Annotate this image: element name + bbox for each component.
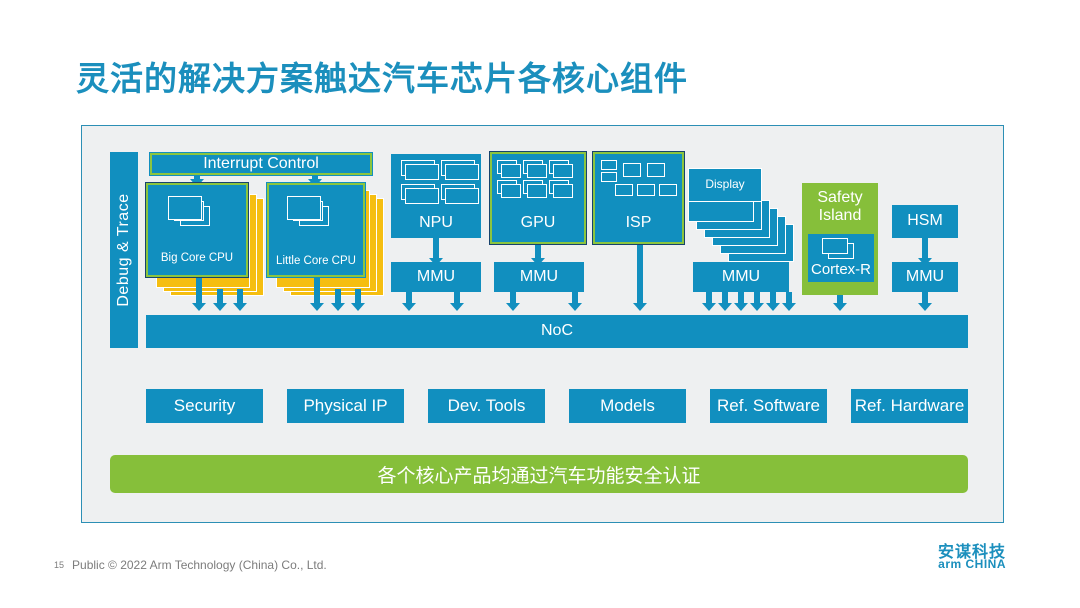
gpu-mmu-arrow xyxy=(568,303,582,311)
cortex-r-label: Cortex-R xyxy=(810,260,871,278)
isp-arrow xyxy=(633,303,647,311)
isp-label: ISP xyxy=(625,213,652,231)
category-models: Models xyxy=(569,389,686,423)
safety-arrow xyxy=(833,303,847,311)
category-dev-tools: Dev. Tools xyxy=(428,389,545,423)
company-logo-en: arm CHINA xyxy=(938,557,1006,571)
footer: 15 Public © 2022 Arm Technology (China) C… xyxy=(54,558,327,572)
npu-arrow-shaft xyxy=(433,238,439,262)
interrupt-arrow-shaft-1 xyxy=(194,176,200,180)
debug-trace-block: Debug & Trace xyxy=(110,152,138,348)
hsm-mmu-arrow xyxy=(918,303,932,311)
cpu-arrow-shaft xyxy=(355,289,361,304)
display-mmu-block: MMU xyxy=(693,262,789,292)
cpu-arrow xyxy=(192,303,206,311)
gpu-mmu-arrow xyxy=(506,303,520,311)
gpu-mmu-block: MMU xyxy=(494,262,584,292)
display-arrow-shaft xyxy=(738,292,744,304)
npu-mmu-arrow xyxy=(450,303,464,311)
big-core-cpu-block: Big Core CPU xyxy=(145,182,249,278)
display-arrow xyxy=(734,303,748,311)
cpu-arrow xyxy=(331,303,345,311)
gpu-mmu-arrow-shaft xyxy=(510,292,516,304)
page-title: 灵活的解决方案触达汽车芯片各核心组件 xyxy=(76,59,688,98)
big-core-cpu-label: Big Core CPU xyxy=(160,251,234,264)
debug-trace-label: Debug & Trace xyxy=(115,193,132,307)
hsm-mmu-block: MMU xyxy=(892,262,958,292)
display-arrow xyxy=(750,303,764,311)
display-arrow-shaft xyxy=(754,292,760,304)
display-mmu-label: MMU xyxy=(721,267,761,285)
cpu-arrow xyxy=(351,303,365,311)
category-security: Security xyxy=(146,389,263,423)
npu-mmu-block: MMU xyxy=(391,262,481,292)
hsm-mmu-arrow-shaft xyxy=(922,292,928,304)
cpu-arrow xyxy=(233,303,247,311)
display-arrow xyxy=(702,303,716,311)
npu-mmu-arrow-shaft xyxy=(406,292,412,304)
category-label: Ref. Software xyxy=(717,396,820,415)
interrupt-control-block: Interrupt Control xyxy=(149,152,373,176)
hsm-block: HSM xyxy=(892,205,958,238)
category-ref-software: Ref. Software xyxy=(710,389,827,423)
interrupt-control-label: Interrupt Control xyxy=(203,154,319,172)
display-block: Display xyxy=(688,168,762,202)
display-arrow xyxy=(718,303,732,311)
interrupt-arrow-shaft-2 xyxy=(312,176,318,180)
gpu-mmu-label: MMU xyxy=(519,267,559,285)
little-core-cpu-label: Little Core CPU xyxy=(276,254,356,267)
certification-banner: 各个核心产品均通过汽车功能安全认证 xyxy=(110,455,968,493)
gpu-label: GPU xyxy=(520,213,556,231)
cpu-arrow-shaft xyxy=(196,278,202,304)
safety-island-label: Safety Island xyxy=(817,189,863,225)
category-physical-ip: Physical IP xyxy=(287,389,404,423)
npu-mmu-arrow-shaft xyxy=(454,292,460,304)
safety-arrow-shaft xyxy=(837,295,843,304)
certification-text: 各个核心产品均通过汽车功能安全认证 xyxy=(377,464,701,487)
display-arrow xyxy=(766,303,780,311)
hsm-arrow-shaft xyxy=(922,238,928,262)
category-label: Physical IP xyxy=(303,396,388,415)
npu-mmu-label: MMU xyxy=(416,267,456,285)
display-label: Display xyxy=(705,177,745,192)
noc-bus: NoC xyxy=(146,315,968,348)
gpu-arrow-shaft xyxy=(535,245,541,262)
cpu-arrow-shaft xyxy=(217,289,223,304)
cpu-arrow-shaft xyxy=(314,278,320,304)
display-arrow-shaft xyxy=(770,292,776,304)
display-arrow-shaft xyxy=(722,292,728,304)
display-arrow-shaft xyxy=(706,292,712,304)
cpu-arrow xyxy=(213,303,227,311)
category-label: Models xyxy=(600,396,655,415)
category-ref-hardware: Ref. Hardware xyxy=(851,389,968,423)
category-label: Security xyxy=(173,396,236,415)
npu-mmu-arrow xyxy=(402,303,416,311)
noc-label: NoC xyxy=(540,322,573,340)
cpu-arrow-shaft xyxy=(335,289,341,304)
category-label: Ref. Hardware xyxy=(854,396,965,415)
cpu-arrow-shaft xyxy=(237,289,243,304)
display-arrow xyxy=(782,303,796,311)
copyright-text: Public © 2022 Arm Technology (China) Co.… xyxy=(72,558,327,572)
hsm-label: HSM xyxy=(907,212,943,230)
category-label: Dev. Tools xyxy=(447,396,526,415)
company-logo-cn: 安谋科技 xyxy=(937,542,1006,561)
hsm-mmu-label: MMU xyxy=(905,267,945,285)
cpu-arrow xyxy=(310,303,324,311)
display-arrow-shaft xyxy=(786,292,792,304)
isp-arrow-shaft xyxy=(637,245,643,304)
gpu-mmu-arrow-shaft xyxy=(572,292,578,304)
npu-label: NPU xyxy=(419,213,453,231)
page-number: 15 xyxy=(54,560,65,570)
